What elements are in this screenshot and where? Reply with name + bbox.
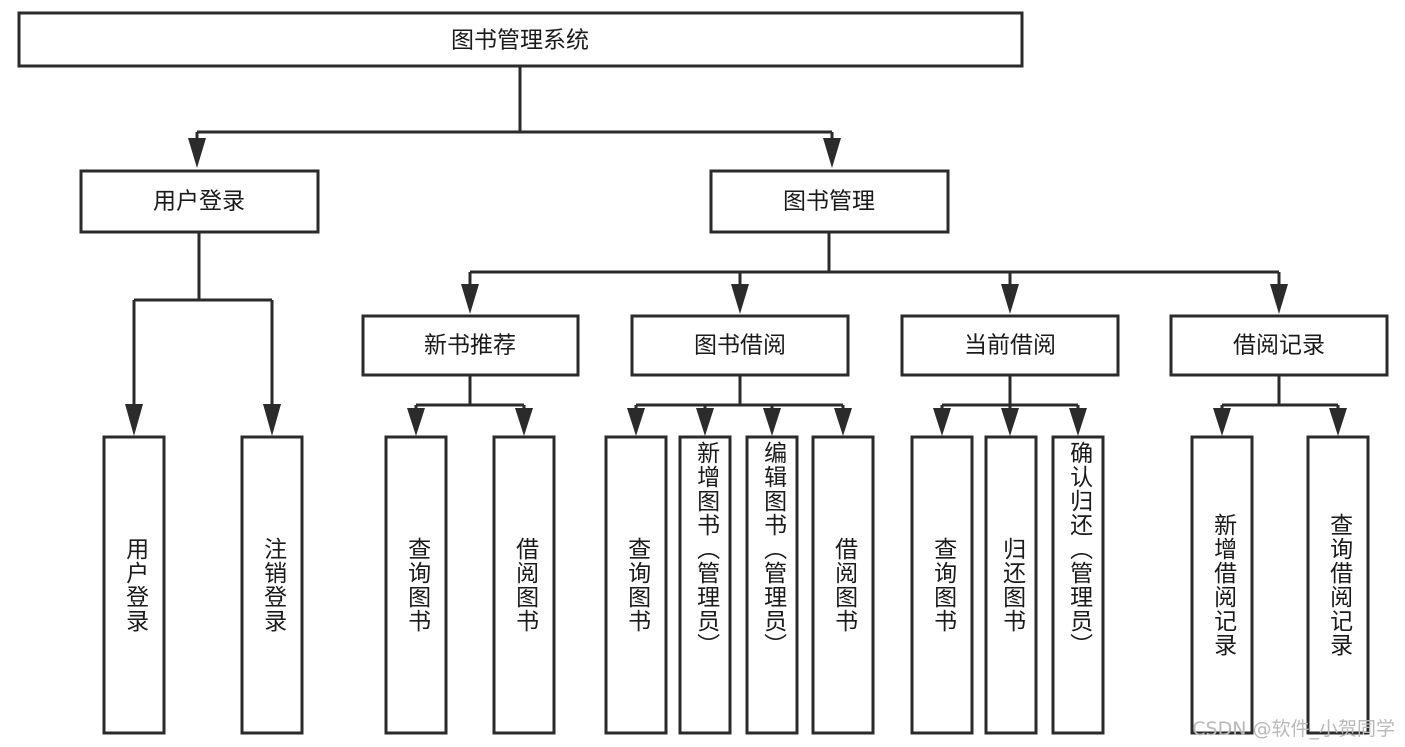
leaf-add-borrow-record[interactable] <box>1190 435 1254 735</box>
arrow-head-to-current-borrow <box>1001 284 1019 314</box>
node-book-management-label: 图书管理 <box>783 189 875 215</box>
leaf-query-book-1[interactable] <box>384 435 448 735</box>
arrow-head-leaf-confirm-return-admin <box>1069 408 1087 436</box>
arrow-head-leaf-borrow-book-2 <box>834 408 852 436</box>
arrow-head-leaf-user-login <box>125 404 143 436</box>
node-user-login-label: 用户登录 <box>153 189 245 215</box>
node-new-book-recommend[interactable] <box>361 314 580 377</box>
node-borrow-record[interactable] <box>1169 314 1389 377</box>
arrow-head-to-borrow-record <box>1270 284 1288 314</box>
arrow-head-to-book-management <box>823 138 841 168</box>
leaf-add-book-admin[interactable] <box>678 435 732 735</box>
root-node-label: 图书管理系统 <box>451 28 589 54</box>
node-book-borrow[interactable] <box>630 314 850 377</box>
arrow-head-leaf-query-borrow-record <box>1329 408 1347 436</box>
arrow-head-leaf-query-book-2 <box>627 408 645 436</box>
leaf-return-book[interactable] <box>984 435 1038 735</box>
arrow-head-leaf-edit-book-admin <box>763 408 781 436</box>
node-borrow-record-label: 借阅记录 <box>1233 333 1325 359</box>
node-current-borrow-label: 当前借阅 <box>964 333 1056 359</box>
leaf-borrow-book-1[interactable] <box>492 435 556 735</box>
arrow-head-leaf-return-book <box>1001 408 1019 436</box>
arrow-head-leaf-query-book-1 <box>407 408 425 436</box>
leaf-borrow-book-2[interactable] <box>811 435 875 735</box>
node-book-borrow-label: 图书借阅 <box>694 333 786 359</box>
arrow-head-leaf-add-book-admin <box>696 408 714 436</box>
arrow-head-leaf-borrow-book-1 <box>515 408 533 436</box>
leaf-query-book-3[interactable] <box>910 435 974 735</box>
leaf-edit-book-admin[interactable] <box>745 435 799 735</box>
arrow-head-leaf-add-borrow-record <box>1213 408 1231 436</box>
root-node-book-management-system[interactable] <box>17 11 1024 68</box>
arrow-head-to-book-borrow <box>731 284 749 314</box>
leaf-query-book-2[interactable] <box>604 435 668 735</box>
leaf-user-login[interactable] <box>102 435 166 735</box>
arrow-head-leaf-logout-login <box>263 404 281 436</box>
node-book-management[interactable] <box>709 169 950 234</box>
arrow-head-to-user-login <box>188 138 206 168</box>
arrow-head-to-new-book-recommend <box>461 284 479 314</box>
node-current-borrow[interactable] <box>900 314 1120 377</box>
leaf-confirm-return-admin[interactable] <box>1051 435 1105 735</box>
leaf-query-borrow-record[interactable] <box>1306 435 1370 735</box>
node-new-book-recommend-label: 新书推荐 <box>424 333 516 359</box>
arrow-head-leaf-query-book-3 <box>933 408 951 436</box>
leaf-logout-login[interactable] <box>240 435 304 735</box>
